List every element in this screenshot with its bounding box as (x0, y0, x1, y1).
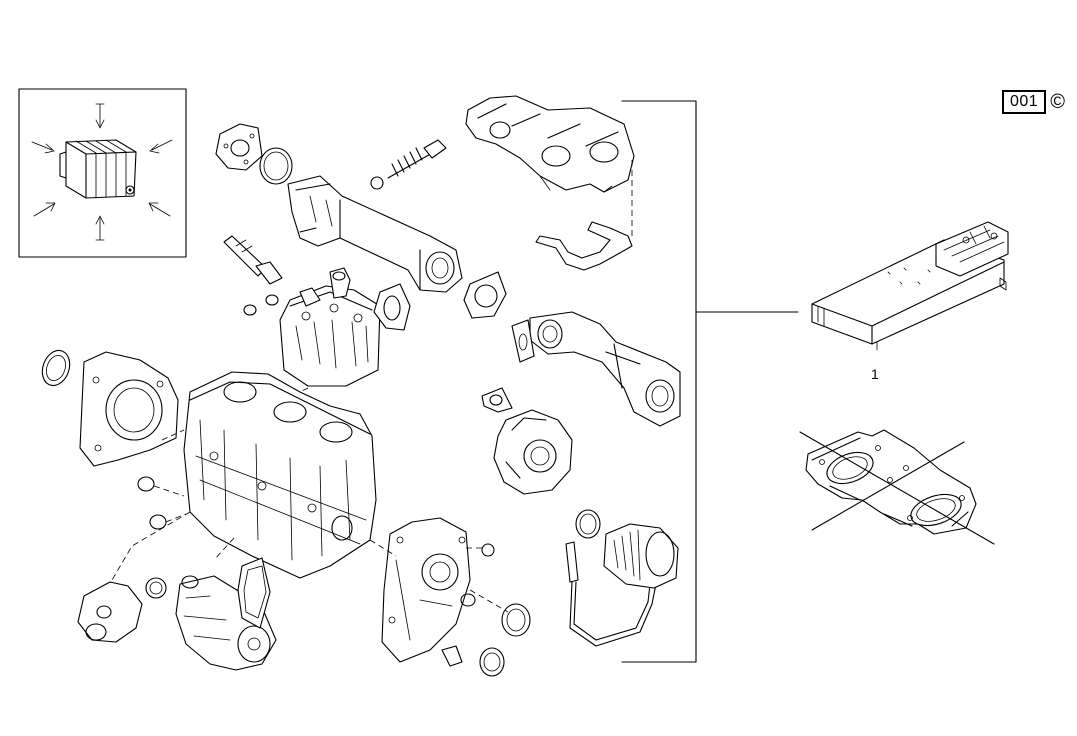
page-reference-number: 001 (1002, 90, 1047, 114)
storage-orientation-icon (18, 88, 187, 258)
engine-exploded-view (41, 95, 681, 677)
page-reference: 001 © (1002, 90, 1065, 114)
gasket-kit-box-icon[interactable] (811, 221, 1009, 345)
cylinder-head-gasket-icon (799, 429, 995, 545)
callout-label-1[interactable]: 1 (871, 366, 879, 382)
copyright-icon: © (1050, 91, 1065, 113)
